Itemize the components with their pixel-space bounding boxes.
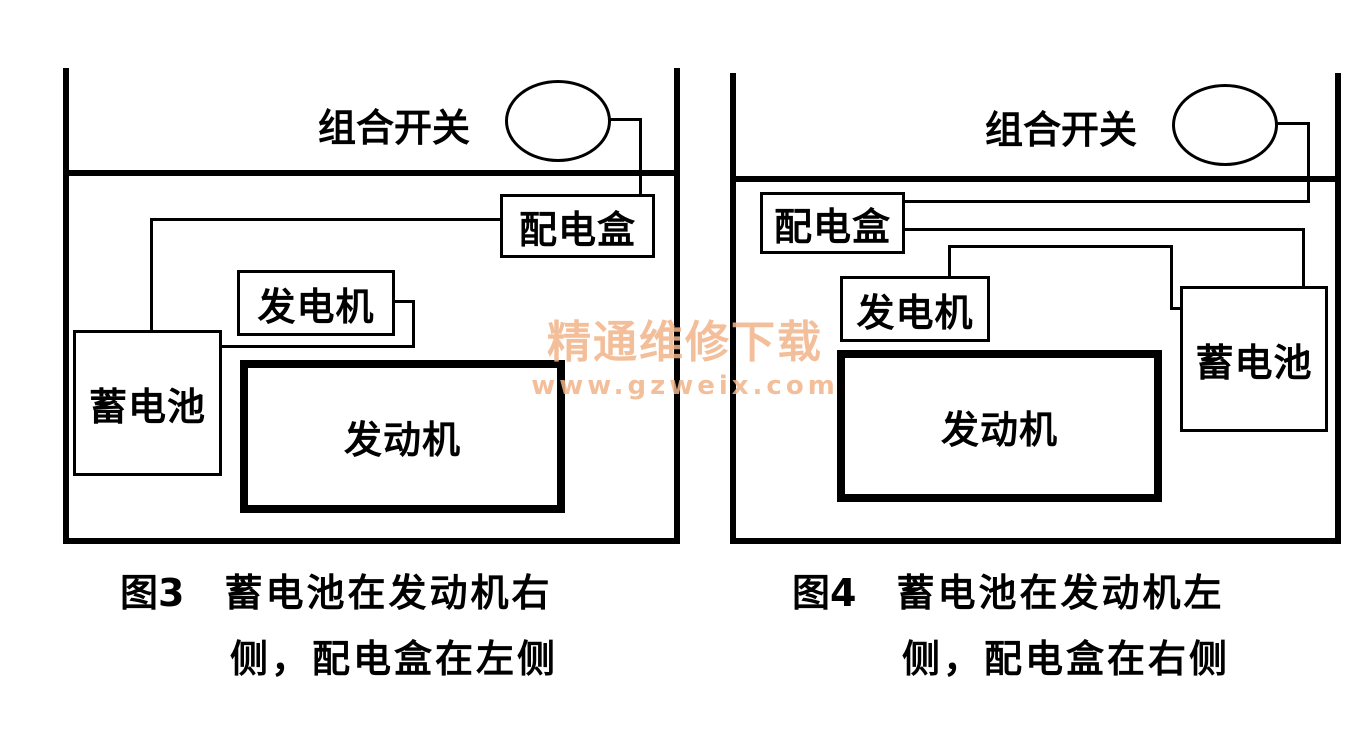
wire-generator-up-v — [948, 245, 951, 278]
figure-3: 组合开关 配电盒 发电机 蓄电池 发动机 图3 蓄电池在发动机右 侧，配电盒在左侧 — [63, 68, 680, 692]
generator-box: 发电机 — [237, 270, 395, 336]
frame-right-wall — [1335, 73, 1341, 543]
caption-line-2: 侧，配电盒在左侧 — [230, 637, 559, 681]
wire-fusebox-h — [900, 200, 1310, 203]
caption-line-1: 蓄电池在发动机右 — [224, 571, 553, 615]
figure-caption: 图4 蓄电池在发动机左 侧，配电盒在右侧 — [792, 560, 1230, 692]
switch-oval — [1172, 84, 1278, 166]
wire-generator-to-battery-h — [219, 345, 415, 348]
engine-box: 发动机 — [240, 360, 565, 513]
engine-box: 发动机 — [837, 350, 1162, 502]
frame-left-wall — [63, 68, 69, 543]
wire-generator-to-battery-h — [948, 245, 1173, 248]
caption-line-1: 蓄电池在发动机左 — [896, 571, 1225, 615]
figure-caption: 图3 蓄电池在发动机右 侧，配电盒在左侧 — [120, 560, 558, 692]
wire-switch-to-fusebox-h — [1275, 122, 1310, 125]
wire-fusebox-to-battery-v — [1302, 228, 1305, 288]
frame-divider — [63, 170, 680, 176]
wire-generator-to-battery-v — [1170, 245, 1173, 310]
wire-fusebox-to-battery-h — [900, 228, 1305, 231]
wire-generator-out-v — [412, 300, 415, 348]
caption-line-2: 侧，配电盒在右侧 — [902, 637, 1231, 681]
battery-box: 蓄电池 — [73, 330, 222, 476]
fuse-box: 配电盒 — [760, 192, 905, 254]
wire-generator-out-h — [393, 300, 415, 303]
wire-switch-to-fusebox-h — [608, 118, 642, 121]
frame-left-wall — [730, 73, 736, 543]
switch-label: 组合开关 — [318, 106, 471, 150]
battery-box: 蓄电池 — [1180, 286, 1328, 432]
frame-bottom — [730, 538, 1341, 544]
generator-box: 发电机 — [840, 276, 990, 342]
fuse-box: 配电盒 — [500, 194, 655, 258]
frame-right-wall — [674, 68, 680, 543]
wire-battery-in-h — [1170, 307, 1185, 310]
switch-label: 组合开关 — [985, 108, 1138, 152]
wire-fusebox-to-battery-v — [150, 218, 153, 332]
wire-fusebox-to-battery-h — [150, 218, 502, 221]
switch-oval — [505, 80, 611, 162]
frame-bottom — [63, 538, 680, 544]
wire-switch-to-fusebox-v — [1307, 122, 1310, 202]
figure-number: 图4 — [792, 571, 857, 615]
figure-number: 图3 — [120, 571, 185, 615]
figure-4: 组合开关 配电盒 发电机 蓄电池 发动机 图4 蓄电池在发动机左 侧，配电盒在右侧 — [700, 0, 1369, 729]
wire-switch-to-fusebox-v — [639, 118, 642, 196]
frame-divider — [730, 176, 1341, 182]
